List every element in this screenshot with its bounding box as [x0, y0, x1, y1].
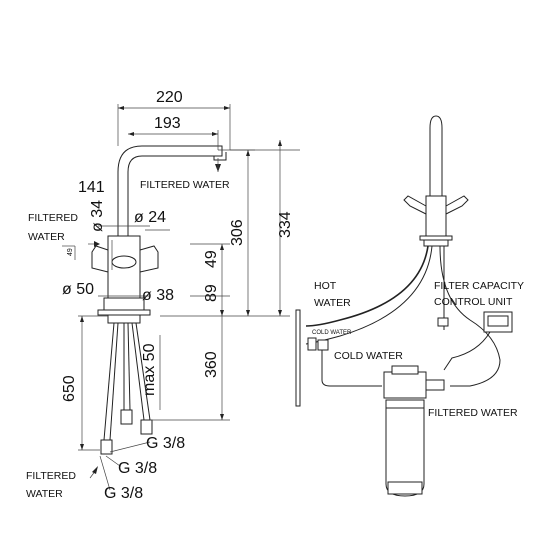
hose-connector [437, 317, 449, 327]
dim-49-small: 49 [67, 248, 74, 256]
cold-hose [305, 245, 433, 345]
hose-e [131, 322, 145, 421]
faucet-front-body [425, 195, 447, 237]
hose-fitting-1 [100, 439, 113, 455]
control-cable [443, 331, 491, 371]
hot-hose [305, 245, 429, 327]
dim-89: 89 [203, 284, 220, 302]
thread-g38-3: G 3/8 [104, 485, 143, 502]
hose-d [127, 322, 131, 411]
label-filtered-water: FILTERED WATER [428, 407, 518, 419]
left-lever [91, 245, 109, 273]
filter-head-top [391, 365, 419, 375]
control-unit [483, 311, 513, 333]
label-cold-water-small: COLD WATER [312, 330, 352, 336]
dim-306: 306 [229, 219, 246, 246]
hose-fitting-2 [120, 409, 133, 425]
filter-cartridge [385, 399, 425, 497]
faucet-body [107, 235, 141, 299]
leader-g2 [105, 455, 121, 467]
cold-valve [307, 337, 317, 351]
label-cold-water: COLD WATER [334, 350, 403, 362]
filter-head [383, 371, 427, 399]
faucet-front-lever-left [403, 195, 427, 215]
dim-dia24: ø 24 [134, 209, 166, 226]
dim-360: 360 [203, 351, 220, 378]
cold-to-filter [321, 350, 382, 387]
spout-nozzle [213, 152, 227, 161]
dimension-labels: 220 193 141 ø 34 ø 24 49 49 306 334 ø 50… [61, 89, 294, 502]
dim-193: 193 [154, 115, 181, 132]
thread-g38-2: G 3/8 [118, 460, 157, 477]
hose-a [103, 322, 115, 441]
dim-220: 220 [156, 89, 183, 106]
label-filter-capacity-1: FILTER CAPACITY [434, 280, 524, 292]
filter-outlet [425, 379, 445, 391]
hose-fitting-3 [140, 419, 153, 435]
dim-dia50: ø 50 [62, 281, 94, 298]
label-hot-1: HOT [314, 280, 337, 292]
faucet-front-lever-right [445, 195, 469, 215]
right-lever [139, 245, 159, 273]
faucet-front-spout [429, 115, 443, 200]
control-unit-display [487, 315, 509, 327]
label-filtered-bottom-1: FILTERED [26, 470, 76, 482]
label-filtered-left-2: WATER [28, 231, 65, 243]
left-annotations: FILTERED WATER FILTERED WATER FILTERED W… [26, 179, 230, 500]
hose-f [135, 322, 151, 421]
mount-nut [107, 314, 141, 324]
label-filter-capacity-2: CONTROL UNIT [434, 296, 513, 308]
faucet-front-deck [419, 235, 453, 241]
right-annotations: HOT WATER FILTER CAPACITY CONTROL UNIT C… [312, 280, 524, 419]
dim-141: 141 [78, 179, 105, 196]
label-filtered-water-top: FILTERED WATER [140, 179, 230, 191]
wall-section [295, 309, 301, 407]
dim-dia38: ø 38 [142, 287, 174, 304]
dim-49: 49 [203, 250, 220, 268]
hose-b [109, 322, 119, 441]
dim-max50: max 50 [141, 343, 158, 396]
cold-tee [317, 339, 329, 351]
dimension-lines [62, 104, 300, 451]
deck-plate [97, 309, 151, 316]
dim-650: 650 [61, 375, 78, 402]
leader-g1 [109, 441, 151, 453]
faucet-front-nut [423, 239, 449, 247]
arrow-filtered-left [94, 241, 100, 247]
dim-dia34: ø 34 [89, 200, 106, 232]
faucet-side-view [62, 104, 300, 491]
dimension-arrows [80, 106, 282, 450]
faucet-base [103, 297, 145, 311]
filtered-hose [439, 245, 501, 387]
arrow-filtered-bottom [92, 466, 98, 474]
leader-g3 [99, 455, 111, 491]
label-filtered-bottom-2: WATER [26, 488, 63, 500]
label-filtered-left-1: FILTERED [28, 212, 78, 224]
cartridge-base [387, 481, 423, 495]
thread-g38-1: G 3/8 [146, 435, 185, 452]
spout-outline [117, 145, 223, 236]
installation-schematic [295, 115, 513, 497]
dim-334: 334 [277, 211, 294, 238]
label-hot-2: WATER [314, 297, 351, 309]
